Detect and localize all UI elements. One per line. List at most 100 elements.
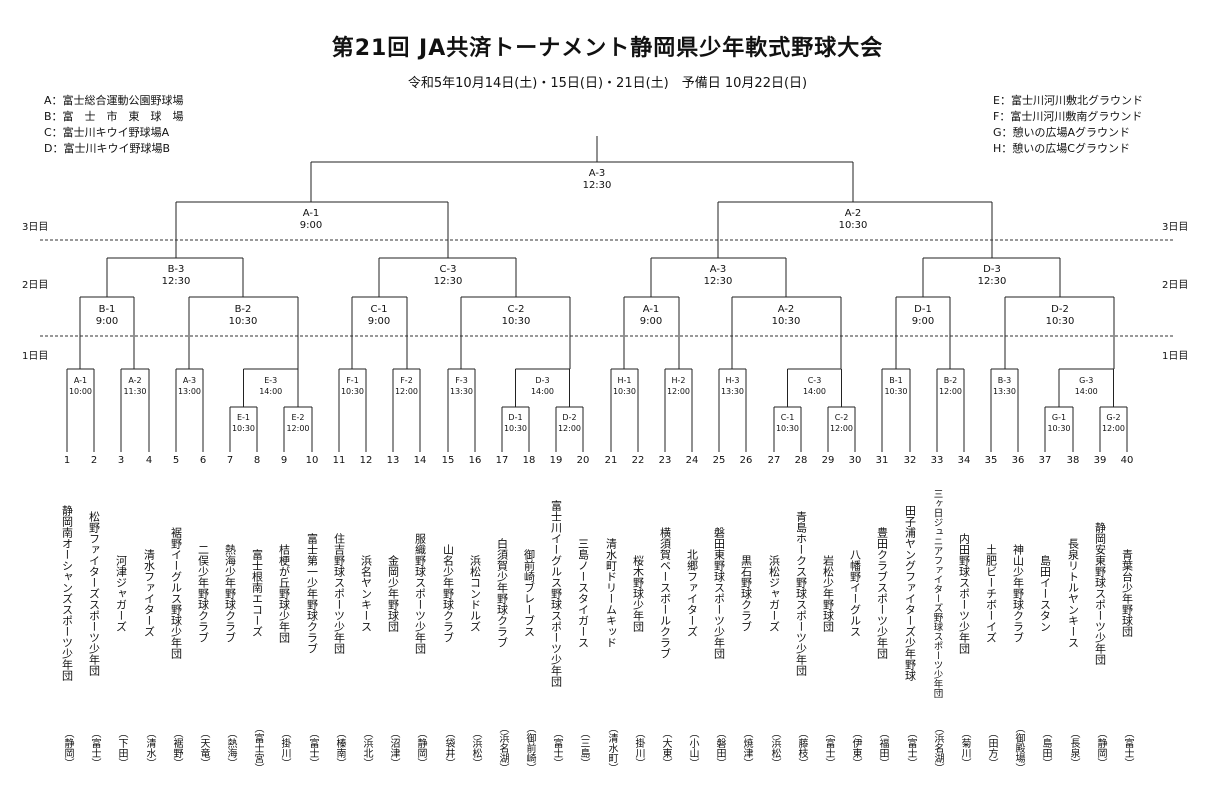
match-code: B-2 — [943, 376, 958, 385]
team-name: 浜松ジャガーズ — [767, 554, 781, 632]
team-number: 28 — [794, 455, 808, 466]
match-time: 10:30 — [884, 387, 908, 396]
team-number: 38 — [1066, 455, 1080, 466]
team-area: （沼津） — [388, 728, 399, 768]
team-name: 御前崎ブレーブス — [522, 549, 536, 637]
team-number: 33 — [930, 455, 944, 466]
team-name: 浜松コンドルズ — [468, 554, 482, 632]
venue-b: B：富 士 市 東 球 場 — [44, 110, 184, 123]
team-number: 21 — [604, 455, 618, 466]
match-code: A-1 — [642, 304, 660, 315]
match-time: 13:30 — [992, 387, 1017, 396]
team-number: 31 — [875, 455, 889, 466]
match-code: B-3 — [997, 376, 1012, 385]
team-area: （藤枝） — [796, 728, 807, 768]
match-code: F-2 — [400, 376, 413, 385]
team-name: 三ヶ日ジュニアファイターズ野球スポーツ少年団 — [931, 488, 943, 698]
team-area: （伊東） — [850, 728, 861, 768]
team-number: 9 — [280, 455, 288, 466]
team-area: （富士） — [551, 728, 562, 768]
match-time: 13:30 — [449, 387, 474, 396]
team-name: 金岡少年野球団 — [386, 554, 400, 632]
match-time: 10:30 — [340, 387, 365, 396]
team-area: （清水町） — [606, 723, 617, 773]
match-code: D-1 — [914, 304, 932, 315]
venue-h: H：憩いの広場Cグラウンド — [993, 142, 1130, 155]
team-name: 黒石野球クラブ — [739, 554, 753, 632]
team-name: 白須賀少年野球クラブ — [495, 538, 509, 648]
team-number: 1 — [63, 455, 71, 466]
team-number: 6 — [199, 455, 207, 466]
team-number: 22 — [631, 455, 645, 466]
team-name: 三島ノースタイガース — [576, 538, 590, 648]
team-area: （浜松） — [470, 728, 481, 768]
match-time: 13:30 — [720, 387, 745, 396]
team-name: 裾野イーグルス野球少年団 — [169, 527, 183, 659]
team-number: 37 — [1038, 455, 1052, 466]
match-time: 12:30 — [433, 276, 463, 287]
team-number: 4 — [145, 455, 153, 466]
team-name: 服織野球スポーツ少年団 — [413, 532, 427, 654]
match-time: 12:00 — [1101, 424, 1126, 433]
team-name: 土肥ビーチボーイズ — [984, 543, 998, 643]
match-code: C-2 — [507, 304, 525, 315]
team-number: 20 — [576, 455, 590, 466]
team-name: 磐田東野球スポーツ少年団 — [712, 527, 726, 659]
match-time: 10:30 — [231, 424, 256, 433]
match-time: 9:00 — [299, 220, 323, 231]
team-number: 25 — [712, 455, 726, 466]
match-code: C-3 — [439, 264, 457, 275]
team-number: 17 — [495, 455, 509, 466]
match-time: 12:30 — [161, 276, 191, 287]
venue-g: G：憩いの広場Aグラウンド — [993, 126, 1131, 139]
match-code: D-1 — [508, 413, 523, 422]
match-time: 12:00 — [666, 387, 691, 396]
team-number: 26 — [739, 455, 753, 466]
team-number: 19 — [549, 455, 563, 466]
team-area: （三島） — [578, 728, 589, 768]
team-name: 山名少年野球クラブ — [441, 543, 455, 643]
team-area: （静岡） — [62, 728, 73, 768]
page-title: 第21回 JA共済トーナメント静岡県少年軟式野球大会 — [331, 36, 884, 61]
team-name: 桜木野球少年団 — [631, 554, 645, 632]
match-time: 10:30 — [1045, 316, 1075, 327]
match-code: B-2 — [234, 304, 252, 315]
match-code: C-1 — [370, 304, 388, 315]
team-name: 内田野球スポーツ少年団 — [957, 532, 971, 654]
team-name: 青葉台少年野球団 — [1120, 549, 1134, 637]
match-time: 10:30 — [838, 220, 868, 231]
match-time: 14:00 — [530, 387, 555, 396]
team-name: 北郷ファイターズ — [685, 549, 699, 637]
match-code: B-1 — [98, 304, 116, 315]
match-time: 12:00 — [557, 424, 582, 433]
team-area: （富士） — [823, 728, 834, 768]
match-time: 12:00 — [286, 424, 310, 433]
team-area: （裾野） — [171, 728, 182, 768]
match-time: 9:00 — [367, 316, 391, 327]
